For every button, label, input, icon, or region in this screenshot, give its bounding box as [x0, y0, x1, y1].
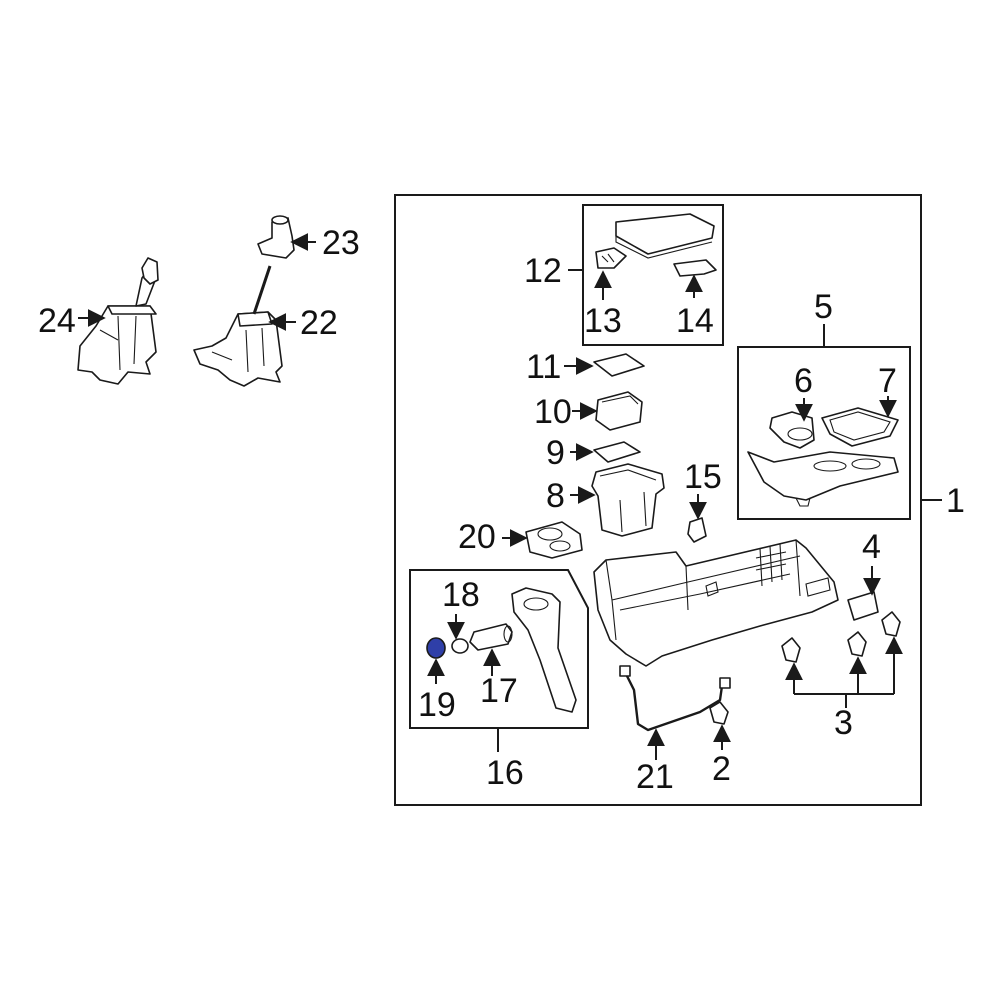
callout-2: 2	[712, 750, 731, 788]
rear-cup-holder-part-20[interactable]	[525, 521, 583, 559]
callout-19: 19	[418, 686, 456, 724]
callout-12: 12	[524, 252, 562, 290]
leader-lines	[78, 233, 942, 760]
callout-6: 6	[794, 362, 813, 400]
callout-17: 17	[480, 672, 518, 710]
callout-labels: 1 2 3 4 5 6 7 8 9 10 11 12 13 14 15 16 1…	[38, 224, 965, 796]
shifter-base-part-22[interactable]	[193, 265, 283, 387]
trim-group-frame	[409, 569, 589, 729]
callout-14: 14	[676, 302, 714, 340]
callout-16: 16	[486, 754, 524, 792]
callout-13: 13	[584, 302, 622, 340]
retainer-part-3c[interactable]	[881, 611, 901, 637]
callout-7: 7	[878, 362, 897, 400]
lid-latch-part-13[interactable]	[595, 247, 627, 269]
console-body-part-1[interactable]	[593, 539, 839, 667]
callout-10: 10	[534, 393, 572, 431]
clip-part-15[interactable]	[687, 517, 707, 543]
grommet-part-18[interactable]	[451, 638, 469, 654]
callout-23: 23	[322, 224, 360, 262]
side-trim-part-16[interactable]	[511, 587, 577, 713]
lid-hinge-part-14[interactable]	[673, 259, 717, 277]
storage-bin-part-8[interactable]	[591, 463, 665, 537]
callout-15: 15	[684, 458, 722, 496]
retainer-part-3b[interactable]	[847, 631, 867, 657]
lid-group-frame	[582, 204, 724, 346]
cup-holder-mat-part-7[interactable]	[821, 407, 899, 447]
callout-3: 3	[834, 704, 853, 742]
callout-20: 20	[458, 518, 496, 556]
callout-11: 11	[526, 348, 561, 386]
cup-holder-trim-part-5[interactable]	[747, 451, 899, 507]
fastener-part-17[interactable]	[469, 623, 513, 651]
callout-18: 18	[442, 576, 480, 614]
retainer-part-3a[interactable]	[781, 637, 801, 663]
callout-4: 4	[862, 528, 881, 566]
callout-22: 22	[300, 304, 338, 342]
cap-part-19[interactable]	[426, 637, 446, 659]
callout-9: 9	[546, 434, 565, 472]
shifter-assembly-part-24[interactable]	[77, 257, 159, 385]
shift-knob-part-23[interactable]	[257, 215, 295, 259]
cup-holder-insert-part-6[interactable]	[769, 411, 815, 449]
storage-tray-part-10[interactable]	[595, 391, 643, 431]
callout-24: 24	[38, 302, 76, 340]
storage-mat-part-11[interactable]	[593, 353, 645, 377]
callout-1: 1	[946, 482, 965, 520]
callout-5: 5	[814, 288, 833, 326]
cover-part-4[interactable]	[847, 591, 879, 621]
clip-part-2[interactable]	[709, 701, 729, 725]
console-lid-part-12[interactable]	[615, 213, 715, 259]
bin-mat-part-9[interactable]	[593, 441, 641, 463]
callout-8: 8	[546, 477, 565, 515]
callout-21: 21	[636, 758, 674, 796]
